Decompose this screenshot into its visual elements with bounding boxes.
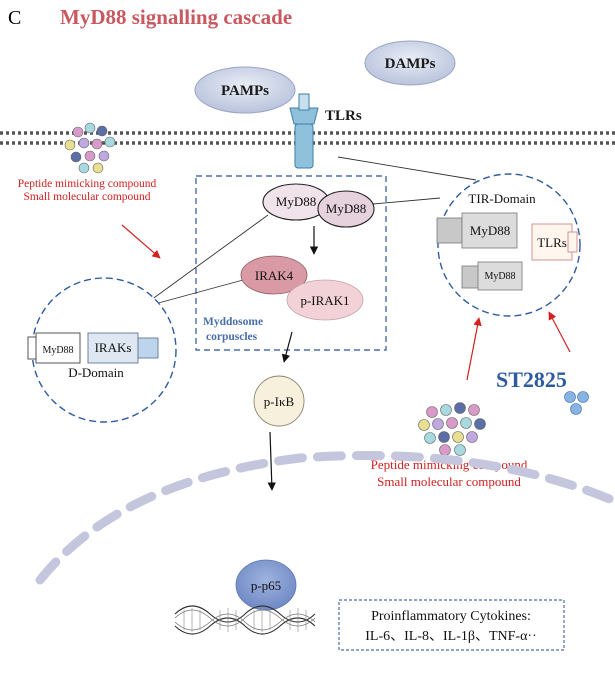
arrow-irak1-ikb [281,331,293,363]
p-ikb-label: p-IκB [264,394,295,409]
tir-myd88-top-label: MyD88 [470,223,510,238]
irak4-node: IRAK4 [240,255,308,295]
p-ikb-node: p-IκB [253,375,305,427]
p-p65-node: p-p65 [235,559,297,611]
myd88-node-b: MyD88 [317,190,375,228]
tir-myd88-bottom-label: MyD88 [484,271,515,282]
connector-myd88-ddomain [139,214,269,309]
damps-node: DAMPs [364,40,456,86]
myd88-a-label: MyD88 [276,194,316,209]
tlrs-label: TLRs [325,108,362,124]
p-irak1-label: p-IRAK1 [300,293,349,308]
diagram-title: MyD88 signalling cascade [60,5,292,29]
connector-tlr-tir [337,156,477,181]
pamps-node: PAMPs [194,66,296,114]
tir-tlrs-label: TLRs [537,235,567,250]
pamps-label: PAMPs [221,83,269,99]
connector-myd88-tir [372,197,441,205]
d-domain-myd88-label: MyD88 [42,345,73,356]
myddosome-label-line2: corpuscles [206,331,258,343]
d-domain-circle: MyD88 IRAKs D-Domain [27,277,177,423]
myddosome-box [195,175,387,351]
d-domain-title: D-Domain [68,365,124,380]
cytokines-title: Proinflammatory Cytokines: [371,609,531,624]
st2825-label: ST2825 [496,367,567,392]
st2825-dots-icon [564,391,589,415]
p-p65-label: p-p65 [251,578,281,593]
tir-domain-title: TIR-Domain [468,191,536,206]
myd88-b-label: MyD88 [326,201,366,216]
compound-cluster-left-icon [64,122,116,174]
cytokines-list: IL-6、IL-8、IL-1β、TNF-α·· [365,629,537,644]
d-domain-iraks-label: IRAKs [95,340,132,355]
arrow-ikb-nucleus [267,431,276,491]
damps-label: DAMPs [385,56,436,72]
nuclear-membrane [35,451,615,585]
compound-bottom-line2: Small molecular compound [377,474,521,489]
st2825-arrow [548,311,571,353]
p-irak1-node: p-IRAK1 [286,279,364,321]
compound-bottom-arrow [466,317,482,381]
irak4-label: IRAK4 [255,268,294,283]
compound-left-line2: Small molecular compound [23,191,150,203]
compound-left-arrow [121,224,161,259]
tlr-receptor-icon [289,93,319,169]
compound-left-line1: Peptide mimicking compound [18,178,157,190]
cytokines-box [338,599,565,651]
myddosome-label-line1: Myddosome [203,316,263,328]
dna-helix-icon [174,605,316,635]
tir-domain-circle: TIR-Domain MyD88 TLRs MyD88 [436,173,581,317]
myd88-node-a: MyD88 [262,183,330,221]
compound-cluster-bottom-icon [418,402,486,456]
panel-letter: C [8,7,21,29]
